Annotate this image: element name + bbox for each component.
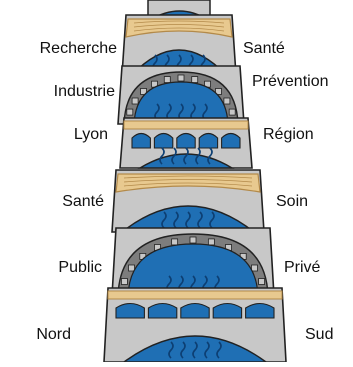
left-label-4: Santé [62,193,104,211]
window-arch-3-1 [132,134,150,149]
window-arch-6-1 [116,304,144,319]
window-arch-6-4 [213,304,241,319]
window-arch-6-5 [246,304,274,319]
right-label-3: Région [263,126,314,144]
arch-segment-4 [112,170,264,232]
window-arch-3-3 [177,134,195,149]
window-arch-3-2 [154,134,172,149]
arch-segment-3 [120,118,252,168]
left-label-3: Lyon [74,126,108,144]
left-label-6: Nord [36,326,71,344]
arch-segment-6 [104,288,286,362]
right-label-4: Soin [276,193,308,211]
right-label-6: Sud [305,326,333,344]
left-label-1: Recherche [40,40,117,58]
window-arch-3-4 [199,134,217,149]
left-label-5: Public [58,259,102,277]
window-arch-6-3 [181,304,209,319]
right-label-2: Prévention [252,73,329,91]
right-label-1: Santé [243,40,285,58]
window-arch-6-2 [148,304,176,319]
window-arch-3-5 [222,134,240,149]
left-label-2: Industrie [54,83,115,101]
right-label-5: Privé [284,259,320,277]
